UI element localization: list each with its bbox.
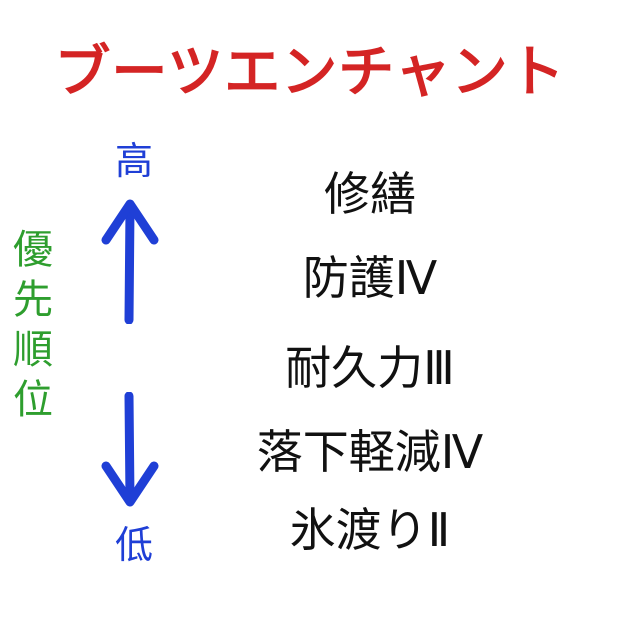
diagram-title: ブーツエンチャント	[54, 40, 566, 105]
up-arrow-icon	[101, 199, 159, 324]
enchant-list: 修繕 防護Ⅳ 耐久力Ⅲ 落下軽減Ⅳ 氷渡りⅡ	[210, 0, 530, 640]
down-arrow-shaft	[124, 392, 135, 505]
enchant-item-feather-falling: 落下軽減Ⅳ	[256, 425, 484, 479]
up-arrow-shaft	[124, 203, 135, 324]
high-label: 高	[114, 139, 153, 183]
enchant-item-protection: 防護Ⅳ	[302, 251, 438, 305]
enchant-item-frost-walker: 氷渡りⅡ	[289, 503, 451, 557]
up-arrow-head	[101, 199, 159, 245]
enchant-item-unbreaking: 耐久力Ⅲ	[285, 341, 455, 395]
down-arrow-icon	[101, 392, 159, 507]
down-arrow-head	[101, 461, 159, 507]
enchant-item-mending: 修繕	[324, 167, 416, 221]
priority-label: 優先順位	[13, 227, 53, 423]
low-label: 低	[114, 523, 153, 567]
